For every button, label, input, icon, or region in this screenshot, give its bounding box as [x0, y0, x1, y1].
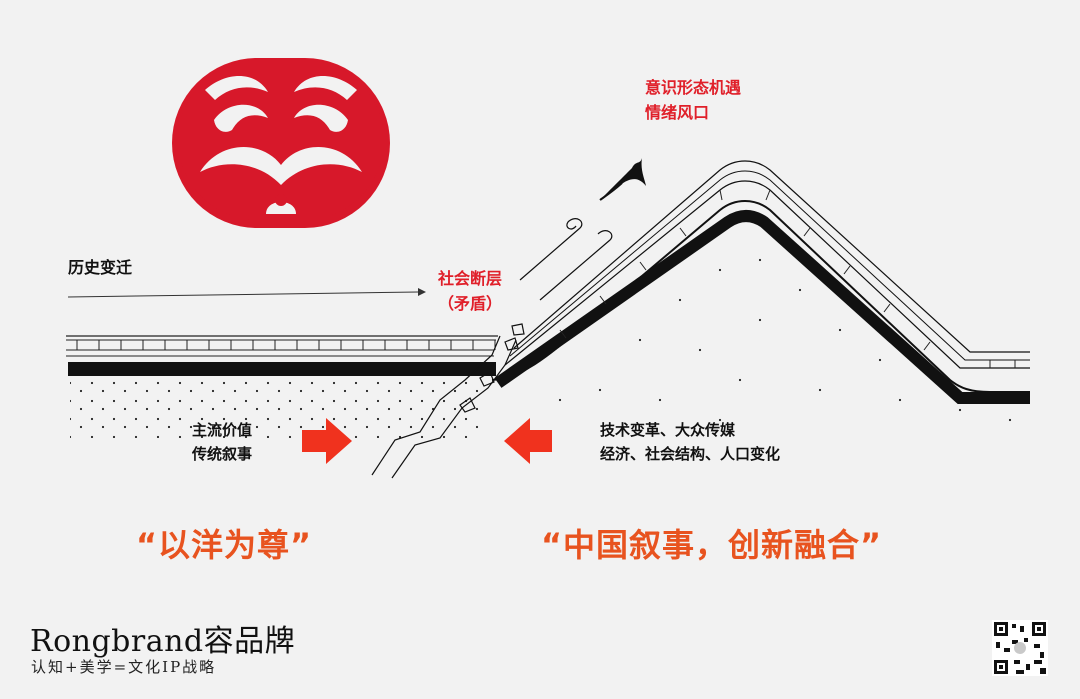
fault-label: 社会断层 （矛盾）: [430, 266, 510, 316]
mountain-strata: [491, 160, 1030, 404]
opportunity-label-line1: 意识形态机遇: [645, 78, 742, 97]
fault-crack: [371, 323, 525, 479]
left-push-arrow: [302, 418, 352, 464]
opportunity-label-line2: 情绪风口: [645, 103, 710, 122]
left-strata: [66, 335, 498, 438]
wind-swirl-icon: [519, 218, 613, 301]
right-force-line1: 技术变革、大众传媒: [600, 421, 736, 439]
swallow-icon: [599, 158, 646, 201]
right-push-arrow: [504, 418, 552, 464]
history-label: 历史变迁: [68, 258, 133, 277]
right-quote: “中国叙事，创新融合”: [541, 526, 883, 564]
mountain-bricks: [559, 189, 1016, 368]
brand-slogan: 认知+美学=文化IP战略: [31, 658, 217, 676]
fault-label-line1: 社会断层: [437, 269, 502, 288]
brand-name: Rongbrand容品牌: [30, 624, 296, 659]
qr-code-icon: [992, 620, 1048, 676]
mountain-fill-dots: [558, 258, 1012, 422]
history-arrow: [67, 288, 426, 298]
fault-label-line2: （矛盾）: [437, 294, 502, 313]
right-force-label: 技术变革、大众传媒 经济、社会结构、人口变化: [600, 418, 780, 466]
left-force-line1: 主流价值: [192, 421, 253, 439]
lion-mask-logo: [172, 58, 390, 228]
left-force-label: 主流价值 传统叙事: [192, 418, 252, 466]
left-force-line2: 传统叙事: [192, 445, 253, 463]
opportunity-label: 意识形态机遇 情绪风口: [645, 75, 741, 125]
left-quote: “以洋为尊”: [136, 526, 313, 564]
right-force-line2: 经济、社会结构、人口变化: [600, 445, 781, 463]
